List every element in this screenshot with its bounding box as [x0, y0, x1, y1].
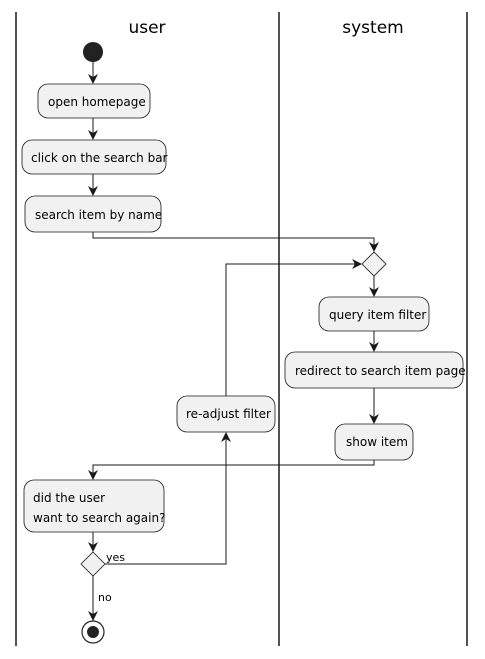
activity-label-line-2: want to search again? — [33, 511, 165, 525]
activity-label: click on the search bar — [31, 151, 168, 165]
lane-title-user: user — [128, 18, 165, 38]
edge-search-item-to-merge — [92, 232, 379, 252]
activity-click-search-bar: click on the search bar — [21, 139, 168, 175]
edge-decision-yes-to-readjust — [105, 432, 231, 565]
activity-label: show item — [346, 435, 408, 449]
activity-label-line-1: did the user — [33, 491, 105, 505]
edge-label-no: no — [98, 591, 112, 604]
activity-show-item: show item — [334, 423, 414, 461]
start-node — [83, 42, 103, 62]
activity-open-homepage: open homepage — [37, 83, 151, 119]
activity-label: open homepage — [48, 95, 146, 109]
activity-search-item-by-name: search item by name — [24, 195, 162, 233]
activity-readjust-filter: re-adjust filter — [176, 395, 276, 433]
merge-diamond — [361, 251, 387, 277]
activity-query-item-filter: query item filter — [318, 296, 430, 332]
edge-readjust-to-merge — [225, 259, 362, 396]
activity-label: query item filter — [329, 308, 426, 322]
end-node — [81, 620, 105, 644]
activity-label: re-adjust filter — [186, 407, 271, 421]
edge-label-yes: yes — [106, 551, 125, 564]
edges — [88, 62, 379, 621]
lane-title-system: system — [342, 18, 403, 38]
activity-label: search item by name — [35, 208, 162, 222]
decision-diamond — [80, 551, 106, 577]
activity-label: redirect to search item page — [295, 364, 466, 378]
activity-did-user-want-search-again: did the user want to search again? — [23, 479, 165, 533]
edge-show-item-to-did-user-want — [88, 460, 375, 480]
activity-redirect-to-search-item-page: redirect to search item page — [284, 351, 466, 389]
